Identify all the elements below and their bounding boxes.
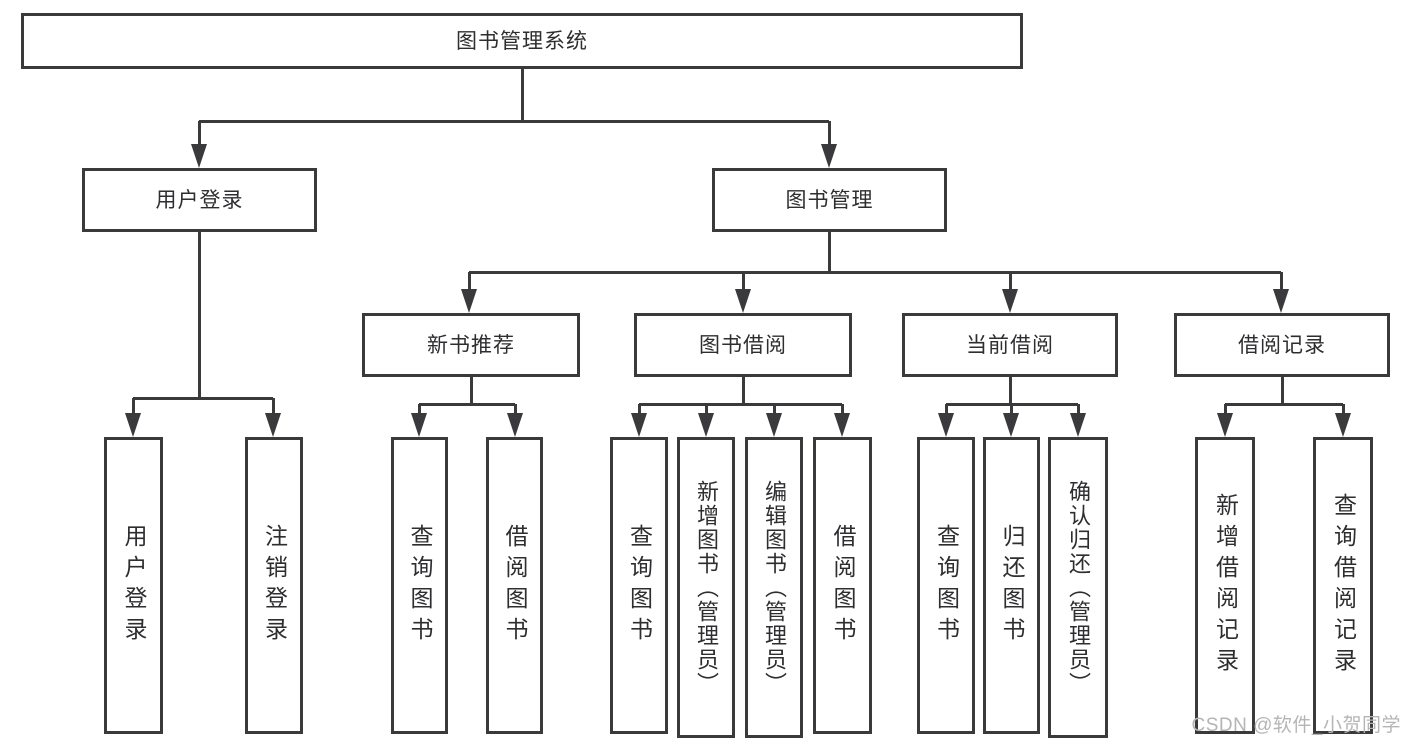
connector-line <box>704 404 708 420</box>
arrowhead-down-icon <box>735 289 751 313</box>
connector-line <box>1076 404 1080 420</box>
connector-line <box>513 404 517 420</box>
connector-line <box>639 402 842 406</box>
arrowhead-down-icon <box>631 413 647 437</box>
connector-line <box>1280 377 1284 405</box>
node-user-login: 用户登录 <box>82 168 317 232</box>
connector-line <box>419 402 515 406</box>
connector-line <box>1009 404 1013 420</box>
node-leaf-return-book: 归还图书 <box>983 437 1040 734</box>
arrowhead-down-icon <box>766 413 782 437</box>
arrowhead-down-icon <box>507 413 523 437</box>
connector-line <box>469 377 473 405</box>
node-leaf-logout: 注销登录 <box>245 437 303 734</box>
watermark: CSDN @软件_小贺同学 <box>1191 715 1401 736</box>
connector-line <box>1279 272 1283 295</box>
arrowhead-down-icon <box>1335 413 1351 437</box>
connector-line <box>417 404 421 420</box>
node-leaf-edit-book: 编辑图书（管理员） <box>745 437 803 738</box>
arrowhead-down-icon <box>125 413 141 437</box>
node-leaf-add-borrow-record: 新增借阅记录 <box>1195 437 1255 734</box>
connector-line <box>1008 272 1012 295</box>
arrowhead-down-icon <box>1070 413 1086 437</box>
connector-line <box>1341 404 1345 420</box>
node-book-borrow: 图书借阅 <box>634 313 852 377</box>
arrowhead-down-icon <box>834 413 850 437</box>
connector-line <box>1225 402 1343 406</box>
connector-line <box>1008 377 1012 405</box>
connector-line <box>133 396 273 400</box>
connector-line <box>827 232 831 273</box>
connector-line <box>199 119 829 123</box>
connector-line <box>520 69 524 123</box>
connector-line <box>840 404 844 420</box>
connector-line <box>197 121 201 150</box>
arrowhead-down-icon <box>1002 289 1018 313</box>
node-root: 图书管理系统 <box>21 13 1023 69</box>
arrowhead-down-icon <box>938 413 954 437</box>
connector-line <box>827 121 831 150</box>
connector-line <box>772 404 776 420</box>
arrowhead-down-icon <box>411 413 427 437</box>
connector-line <box>131 398 135 420</box>
arrowhead-down-icon <box>1003 413 1019 437</box>
connector-line <box>271 398 275 420</box>
node-book-mgmt: 图书管理 <box>712 168 947 232</box>
node-leaf-confirm-return: 确认归还（管理员） <box>1048 437 1108 738</box>
arrowhead-down-icon <box>1217 413 1233 437</box>
connector-line <box>944 404 948 420</box>
connector-line <box>469 270 1281 274</box>
connector-line <box>467 272 471 295</box>
node-leaf-query-borrow-record: 查询借阅记录 <box>1313 437 1373 734</box>
arrowhead-down-icon <box>1273 289 1289 313</box>
arrowhead-down-icon <box>461 289 477 313</box>
connector-line <box>637 404 641 420</box>
node-leaf-borrow-book-1: 借阅图书 <box>486 437 543 734</box>
arrowhead-down-icon <box>265 413 281 437</box>
connector-line <box>197 232 201 399</box>
arrowhead-down-icon <box>698 413 714 437</box>
node-new-book-rec: 新书推荐 <box>362 313 580 377</box>
arrowhead-down-icon <box>191 144 207 168</box>
connector-line <box>1223 404 1227 420</box>
node-leaf-query-book-1: 查询图书 <box>391 437 448 734</box>
connector-line <box>741 272 745 295</box>
node-leaf-user-login: 用户登录 <box>104 437 163 734</box>
node-leaf-query-book-3: 查询图书 <box>917 437 975 734</box>
node-leaf-add-book: 新增图书（管理员） <box>677 437 735 738</box>
arrowhead-down-icon <box>821 144 837 168</box>
node-leaf-query-book-2: 查询图书 <box>610 437 668 734</box>
connector-line <box>741 377 745 405</box>
node-current-borrow: 当前借阅 <box>902 313 1118 377</box>
node-leaf-borrow-book-2: 借阅图书 <box>813 437 872 734</box>
node-borrow-records: 借阅记录 <box>1174 313 1390 377</box>
